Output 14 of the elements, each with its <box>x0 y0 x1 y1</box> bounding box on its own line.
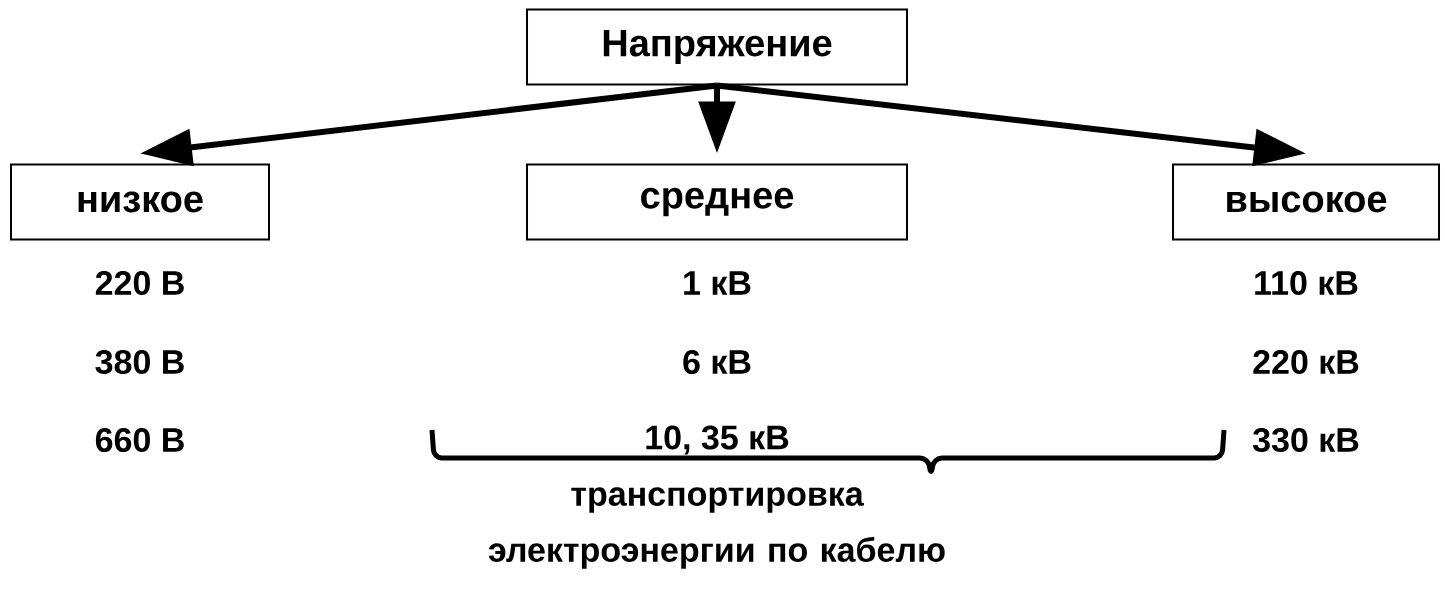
voltage-value: 10, 35 кВ <box>646 425 789 455</box>
category-box: среднее <box>526 163 908 241</box>
voltage-value: 110 кВ <box>1255 270 1358 296</box>
voltage-value: 1 кВ <box>684 271 751 295</box>
voltage-value: 330 кВ <box>1252 427 1359 453</box>
category-box: низкое <box>10 163 270 241</box>
category-box: высокое <box>1172 163 1440 241</box>
voltage-value: 220 В <box>95 270 184 296</box>
voltage-value: 220 кВ <box>1253 349 1359 375</box>
category-box: Напряжение <box>526 8 908 86</box>
note-text: транспортировка электроэнергии по кабелю <box>488 487 945 569</box>
voltage-value: 380 В <box>95 349 184 375</box>
voltage-value: 660 В <box>95 427 184 453</box>
voltage-value: 6 кВ <box>683 349 751 375</box>
